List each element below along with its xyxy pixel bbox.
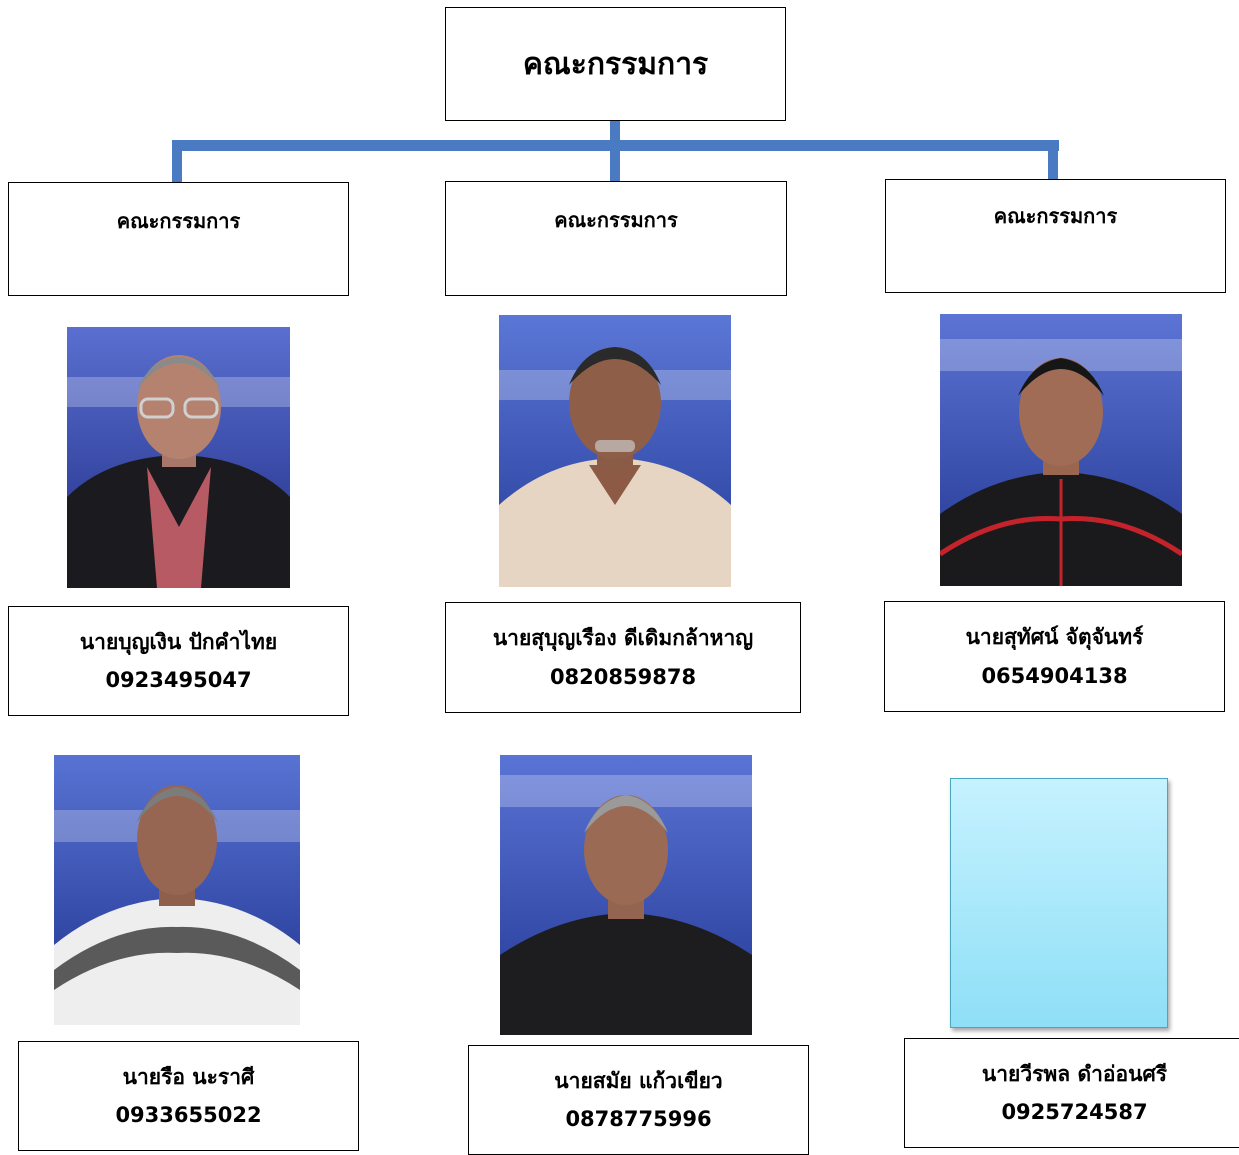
root-committee-label: คณะกรรมการ xyxy=(522,46,709,82)
member-card-2: นายสุบุญเรือง ดีเดิมกล้าหาญ 0820859878 xyxy=(445,602,801,713)
member-name: นายบุญเงิน ปักคำไทย xyxy=(79,629,278,654)
member-name: นายสมัย แก้วเขียว xyxy=(554,1068,723,1093)
member-photo-3 xyxy=(940,314,1182,586)
connector-right-branch xyxy=(1048,140,1058,180)
committee-box-center: คณะกรรมการ xyxy=(445,181,787,296)
committee-label: คณะกรรมการ xyxy=(993,204,1118,228)
committee-label: คณะกรรมการ xyxy=(554,208,678,232)
committee-box-right: คณะกรรมการ xyxy=(885,179,1226,293)
member-photo-placeholder-6 xyxy=(950,778,1168,1028)
member-name: นายรือ นะราศี xyxy=(122,1064,255,1089)
connector-root-stem xyxy=(610,120,620,182)
member-name: นายสุบุญเรือง ดีเดิมกล้าหาญ xyxy=(492,626,754,651)
root-committee-box: คณะกรรมการ xyxy=(445,7,786,121)
committee-label: คณะกรรมการ xyxy=(116,209,241,233)
member-name: นายสุทัศน์ จัตุจันทร์ xyxy=(965,625,1144,650)
member-photo-4 xyxy=(54,755,300,1025)
member-phone: 0820859878 xyxy=(549,664,697,689)
connector-horizontal xyxy=(172,140,1059,151)
connector-left-branch xyxy=(172,140,182,183)
member-phone: 0923495047 xyxy=(105,668,252,692)
member-card-4: นายรือ นะราศี 0933655022 xyxy=(18,1041,359,1151)
member-phone: 0933655022 xyxy=(115,1103,262,1127)
member-photo-2 xyxy=(499,315,731,587)
member-card-1: นายบุญเงิน ปักคำไทย 0923495047 xyxy=(8,606,349,716)
member-phone: 0654904138 xyxy=(981,663,1128,688)
member-name: นายวีรพล ดำอ่อนศรี xyxy=(981,1061,1168,1086)
member-phone: 0878775996 xyxy=(565,1107,712,1131)
member-photo-5 xyxy=(500,755,752,1035)
member-phone: 0925724587 xyxy=(1001,1100,1148,1124)
member-card-6: นายวีรพล ดำอ่อนศรี 0925724587 xyxy=(904,1038,1239,1148)
member-photo-1 xyxy=(67,327,290,588)
member-card-3: นายสุทัศน์ จัตุจันทร์ 0654904138 xyxy=(884,601,1225,712)
member-card-5: นายสมัย แก้วเขียว 0878775996 xyxy=(468,1045,809,1155)
committee-box-left: คณะกรรมการ xyxy=(8,182,349,296)
